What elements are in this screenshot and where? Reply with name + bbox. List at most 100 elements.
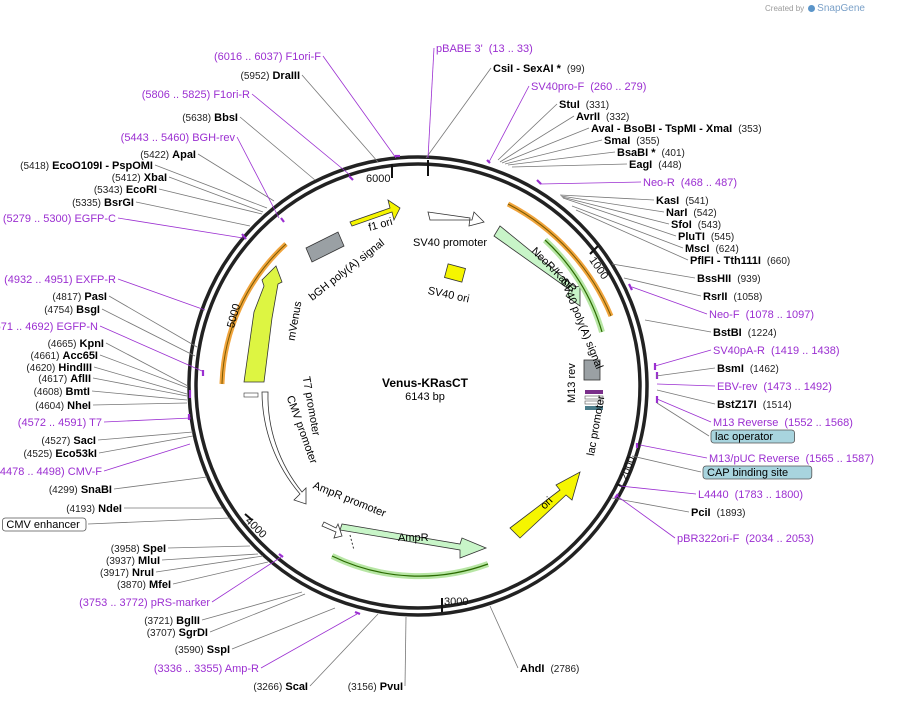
site-label-lac-operator: lac operator (715, 431, 773, 443)
site-label-eagi: EagI(448) (629, 159, 682, 171)
site-label-amp-r: (3336 .. 3355) Amp-R (154, 663, 259, 675)
site-label-bbsi: (5638) BbsI (182, 112, 238, 124)
site-leader-line (239, 116, 316, 181)
site-leader-line (656, 389, 716, 405)
site-label-bgh-rev: (5443 .. 5460) BGH-rev (121, 132, 236, 144)
site-leader-line (507, 151, 616, 166)
tick-6000: 6000 (366, 173, 390, 185)
site-label-m13-reverse: M13 Reverse(1552 .. 1568) (713, 417, 853, 429)
site-label-spei: (3958) SpeI (111, 543, 166, 555)
backbone-inner (194, 162, 642, 610)
sv40-polya-box (583, 359, 601, 381)
bgh-polya-box (305, 231, 345, 263)
site-label-pflfi-tth111i: PflFI - Tth111I(660) (690, 255, 790, 267)
credit-brand: SnapGene (817, 3, 865, 14)
site-label-sgrdi: (3707) SgrDI (147, 627, 208, 639)
site-label-ahdi: AhdI(2786) (520, 663, 579, 675)
site-label-snabi: (4299) SnaBI (49, 484, 112, 496)
sv40-ori-box (444, 263, 466, 283)
site-box (2, 517, 87, 532)
site-leader-line (99, 354, 189, 389)
site-leader-line (168, 176, 264, 213)
site-label-cmv-enhancer: CMV enhancer (6, 519, 80, 531)
f1-ori-arrow (349, 199, 401, 227)
ampr-promoter-arrow (321, 521, 343, 539)
site-leader-line (511, 163, 628, 168)
site-label-nrui: (3917) NruI (100, 567, 154, 579)
cap-mark (585, 406, 603, 410)
site-label-eco53ki: (4525) Eco53kI (23, 448, 97, 460)
site-label-pvui: (3156) PvuI (348, 681, 403, 693)
site-leader-line (562, 197, 677, 237)
site-label-mfei: (3870) MfeI (117, 579, 171, 591)
site-label-nhei: (4604) NheI (35, 400, 91, 412)
site-label-bmti: (4608) BmtI (34, 386, 90, 398)
site-leader-line (644, 319, 712, 333)
site-label-ecori: (5343) EcoRI (94, 184, 157, 196)
site-label-csii-sexai: CsiI - SexAI *(99) (493, 63, 585, 75)
feature-sv40-promoter: SV40 promoter (413, 237, 487, 249)
feature-5000: 5000 (225, 302, 243, 329)
site-label-ndei: (4193) NdeI (66, 503, 122, 515)
site-label-pcii: PciI(1893) (691, 507, 745, 519)
site-label-sv40pa-r: SV40pA-R(1419 .. 1438) (713, 345, 839, 357)
site-label-ecoo109i-pspomi: (5418) EcoO109I - PspOMI (20, 160, 153, 172)
snapgene-credit: Created by SnapGene (765, 3, 865, 14)
site-label-xbai: (5412) XbaI (112, 172, 167, 184)
cmv-promoter-arrow (261, 391, 307, 505)
site-leader-line (197, 153, 275, 202)
site-leader-line (499, 115, 575, 163)
site-leader-line (98, 435, 194, 454)
neor-arrow (493, 225, 581, 307)
snapgene-logo-icon (808, 5, 816, 13)
site-leader-line (611, 497, 690, 513)
mvenus-arrow (243, 265, 283, 383)
site-leader-line (92, 377, 188, 397)
site-leader-line (656, 402, 710, 437)
backbone-outer (187, 155, 649, 617)
site-leader-line (611, 263, 696, 279)
site-label-pbabe-3: pBABE 3'(13 .. 33) (436, 43, 533, 55)
site-label-pluti: PluTI(545) (678, 231, 734, 243)
site-leader-line (161, 553, 259, 561)
site-label-bsabi: BsaBI *(401) (617, 147, 685, 159)
site-leader-line (489, 605, 519, 669)
site-label-avrii: AvrII(332) (576, 111, 629, 123)
feature-ampr: AmpR (398, 532, 429, 544)
site-label-m13-puc-reverse: M13/pUC Reverse(1565 .. 1587) (709, 453, 874, 465)
site-leader-line (656, 383, 716, 387)
site-leader-line (103, 417, 192, 423)
site-leader-line (155, 555, 264, 573)
site-label-f1ori-f: (6016 .. 6037) F1ori-F (214, 51, 321, 63)
site-box (710, 429, 795, 444)
site-label-sspi: (3590) SspI (175, 644, 230, 656)
site-leader-line (103, 443, 191, 472)
site-leader-line (201, 591, 303, 621)
site-label-bsshii: BssHII(939) (697, 273, 761, 285)
site-label-aflii: (4617) AflII (38, 373, 91, 385)
site-leader-line (639, 444, 708, 459)
site-leader-line (655, 367, 716, 377)
site-label-acc65i: (4661) Acc65I (31, 350, 98, 362)
site-leader-line (560, 195, 665, 213)
site-leader-line (117, 278, 206, 311)
site-leader-line (539, 181, 642, 185)
site-label-f1ori-r: (5806 .. 5825) F1ori-R (142, 89, 250, 101)
site-leader-line (92, 402, 188, 406)
plasmid-name: Venus-KRasCT (382, 376, 469, 390)
site-leader-line (559, 194, 655, 201)
site-box (702, 465, 813, 480)
site-leader-line (117, 217, 244, 239)
site-label-mlui: (3937) MluI (106, 555, 160, 567)
site-label-bstz17i: BstZ17I(1514) (717, 399, 792, 411)
site-label-hindiii: (4620) HindIII (26, 362, 92, 374)
site-label-bsrgi: (5335) BsrGI (72, 197, 134, 209)
site-label-saci: (4527) SacI (41, 435, 96, 447)
site-leader-line (251, 93, 351, 176)
site-leader-line (93, 366, 188, 395)
site-label-l4440: L4440(1783 .. 1800) (698, 489, 803, 501)
ori-arrow (509, 471, 581, 539)
t7-promoter-mark (243, 392, 259, 398)
credit-prefix: Created by (765, 4, 805, 13)
